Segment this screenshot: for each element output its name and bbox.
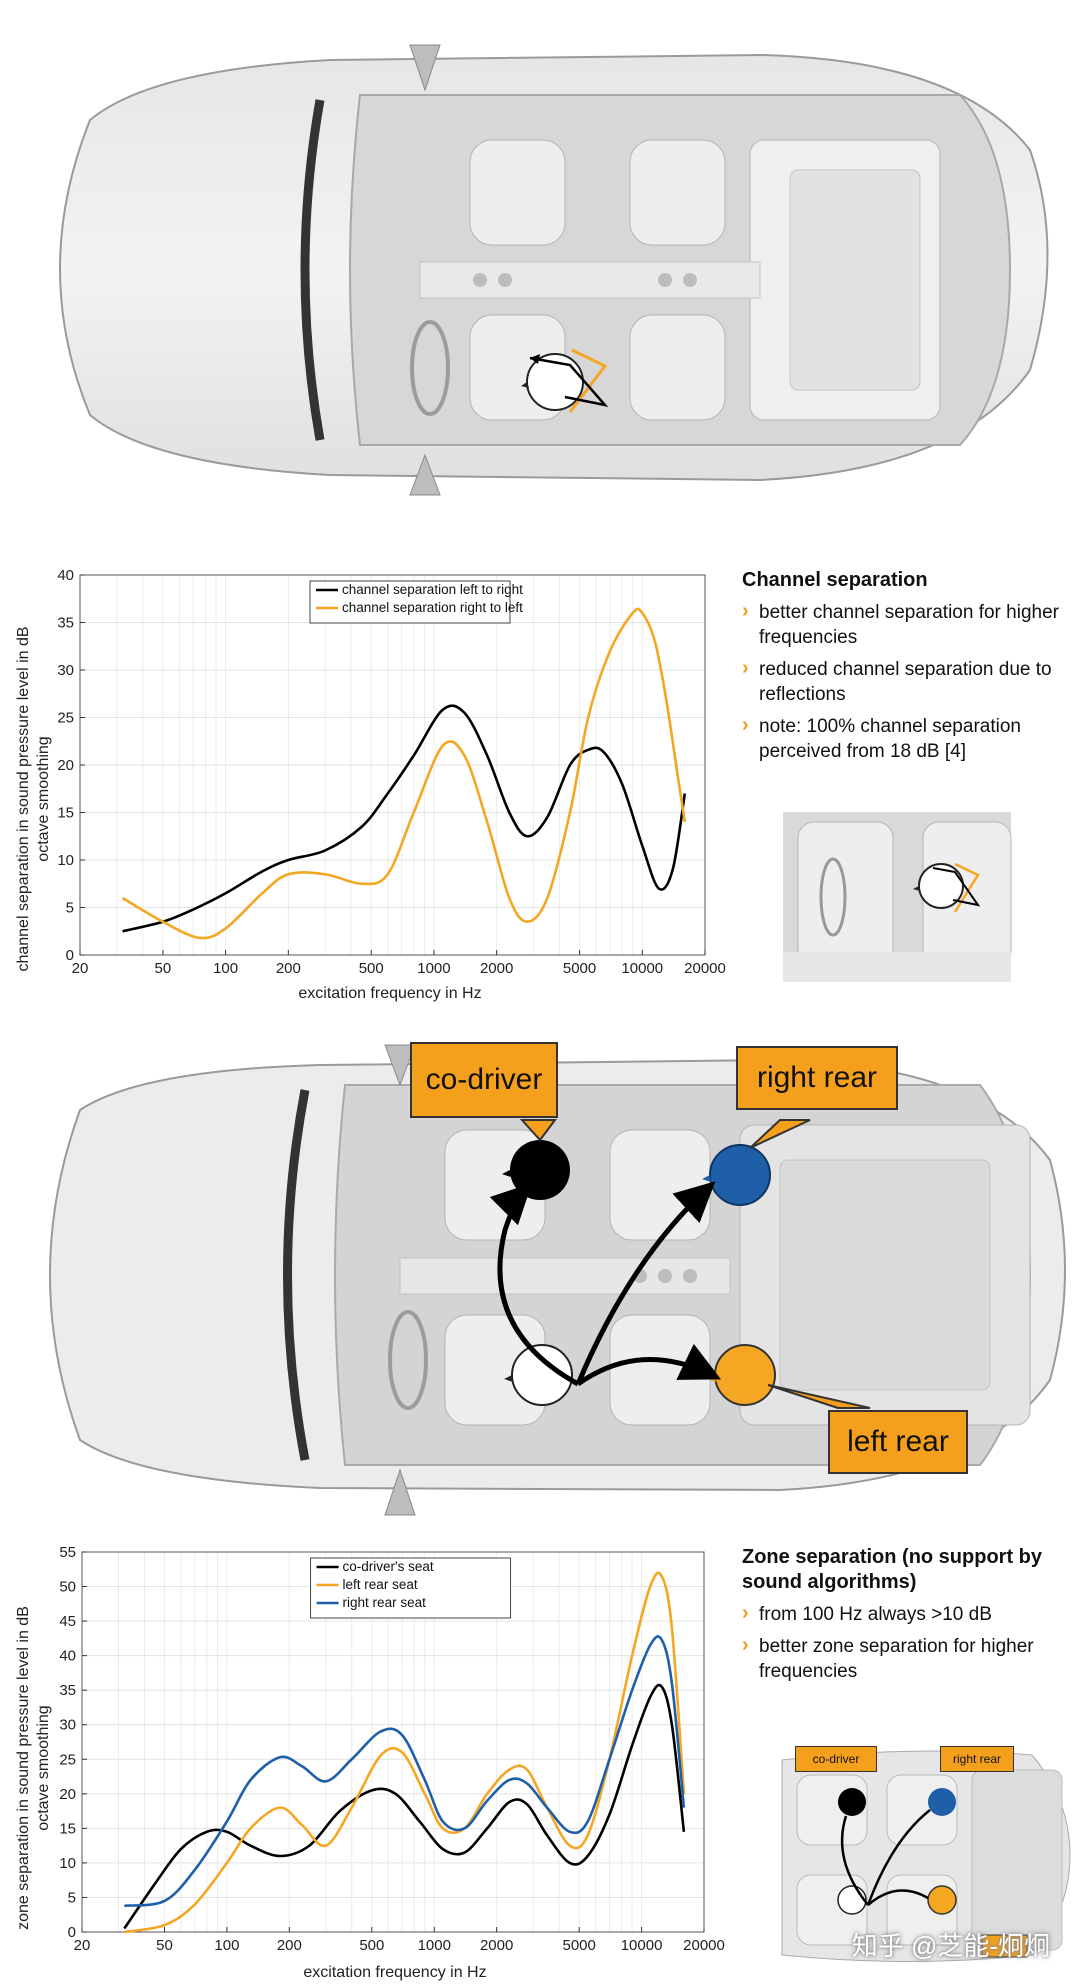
- co-driver-head: [510, 1140, 570, 1200]
- bullet-item: from 100 Hz always >10 dB: [742, 1601, 1072, 1627]
- callout-right-rear: right rear: [736, 1046, 898, 1110]
- legend-box: [309, 580, 511, 624]
- zone-separation-bullets: from 100 Hz always >10 dB better zone se…: [742, 1601, 1072, 1691]
- y-tick-label: 5: [66, 900, 74, 917]
- x-tick-label: 500: [359, 1937, 384, 1954]
- legend-entry: channel separation left to right: [342, 582, 523, 597]
- legend-entry: channel separation right to left: [342, 600, 523, 615]
- chart-axis-labels: excitation frequency in Hz channel separ…: [15, 626, 482, 1002]
- chart-series: [121, 607, 687, 940]
- y-tick-label: 25: [57, 710, 74, 727]
- x-tick-label: 20: [72, 960, 89, 977]
- y-tick-label: 15: [59, 1820, 76, 1837]
- y-tick-label: 40: [57, 567, 74, 584]
- x-tick-label: 20000: [684, 960, 726, 977]
- y-tick-label: 20: [59, 1786, 76, 1803]
- y-tick-label: 10: [57, 852, 74, 869]
- chart-axis-labels: excitation frequency in Hz zone separati…: [15, 1606, 487, 1981]
- car-topview-channel: [59, 44, 1049, 496]
- car-topview-zones: [49, 1044, 1066, 1516]
- x-tick-label: 100: [213, 960, 238, 977]
- x-tick-label: 50: [155, 960, 172, 977]
- legend-entry: co-driver's seat: [343, 1559, 434, 1574]
- x-tick-label: 5000: [562, 1937, 595, 1954]
- series-line-1: [124, 1571, 686, 1934]
- watermark: 知乎 @芝能-炯炯: [851, 1931, 1050, 1961]
- bullet-item: better channel separation for higher fre…: [742, 599, 1067, 650]
- x-tick-label: 10000: [621, 1937, 663, 1954]
- y-tick-label: 35: [57, 615, 74, 632]
- x-axis-label: excitation frequency in Hz: [298, 985, 481, 1002]
- y-axis-label-2: octave smoothing: [35, 1705, 52, 1830]
- y-axis-label: zone separation in sound pressure level …: [15, 1606, 32, 1930]
- series-line-0: [123, 1683, 686, 1930]
- bullet-item: reduced channel separation due to reflec…: [742, 656, 1067, 707]
- y-tick-label: 50: [59, 1579, 76, 1596]
- x-tick-label: 2000: [480, 1937, 513, 1954]
- series-line-1: [121, 607, 687, 940]
- y-tick-label: 25: [59, 1751, 76, 1768]
- x-tick-label: 2000: [480, 960, 513, 977]
- chart-axes: 20 50 100 200 500 1000 2000 5000 10000 20000 0 5 10 1…: [57, 567, 726, 977]
- x-tick-label: 1000: [418, 1937, 451, 1954]
- legend-entry: left rear seat: [343, 1577, 418, 1592]
- legend-entry: right rear seat: [343, 1595, 427, 1610]
- chart-axes: 20 50 100 200 500 1000 2000 5000 10000 20000 0 5 10 1…: [59, 1544, 725, 1954]
- y-tick-label: 40: [59, 1648, 76, 1665]
- x-tick-label: 20000: [683, 1937, 725, 1954]
- x-tick-label: 100: [214, 1937, 239, 1954]
- y-tick-label: 15: [57, 805, 74, 822]
- x-tick-label: 200: [277, 1937, 302, 1954]
- channel-separation-bullets: better channel separation for higher fre…: [742, 599, 1067, 771]
- y-tick-label: 0: [66, 947, 74, 964]
- series-line-2: [124, 1635, 686, 1908]
- callout-co-driver: co-driver: [410, 1042, 558, 1118]
- x-tick-label: 1000: [417, 960, 450, 977]
- x-tick-label: 50: [156, 1937, 173, 1954]
- y-tick-label: 10: [59, 1855, 76, 1872]
- chart-legend: channel separation left to right channel …: [309, 580, 523, 624]
- car-thumbnail-zones: [781, 1750, 1071, 1962]
- chart-legend: co-driver's seat left rear seat right rear…: [310, 1557, 512, 1619]
- y-tick-label: 30: [57, 662, 74, 679]
- bullet-item: better zone separation for higher freque…: [742, 1633, 1072, 1684]
- y-axis-label-2: octave smoothing: [35, 736, 52, 861]
- y-tick-label: 45: [59, 1613, 76, 1630]
- mini-callout-co-driver: co-driver: [795, 1746, 877, 1772]
- y-axis-label: channel separation in sound pressure lev…: [15, 626, 32, 971]
- y-tick-label: 35: [59, 1682, 76, 1699]
- zone-separation-chart: 20 50 100 200 500 1000 2000 5000 10000 20000 0 5 10 1…: [15, 1544, 725, 1981]
- y-tick-label: 20: [57, 757, 74, 774]
- callout-left-rear: left rear: [828, 1410, 968, 1474]
- left-rear-head: [714, 1344, 776, 1406]
- plot-frame: [81, 1551, 705, 1933]
- y-tick-label: 30: [59, 1717, 76, 1734]
- channel-separation-title: Channel separation: [742, 569, 928, 591]
- x-tick-label: 5000: [563, 960, 596, 977]
- legend-box: [310, 1557, 512, 1619]
- bullet-item: note: 100% channel separation perceived …: [742, 713, 1067, 764]
- chart-series: [123, 1571, 686, 1934]
- right-rear-head: [709, 1144, 771, 1206]
- y-tick-label: 5: [68, 1889, 76, 1906]
- mini-callout-right-rear: right rear: [940, 1746, 1014, 1772]
- x-tick-label: 200: [276, 960, 301, 977]
- y-tick-label: 0: [68, 1924, 76, 1941]
- x-tick-label: 500: [359, 960, 384, 977]
- car-thumbnail-channel: [783, 812, 1012, 982]
- channel-separation-chart: 20 50 100 200 500 1000 2000 5000 10000 20000 0 5 10 1…: [15, 567, 726, 1002]
- x-axis-label: excitation frequency in Hz: [303, 1964, 486, 1981]
- zone-separation-title: Zone separation (no support by sound alg…: [742, 1546, 1043, 1593]
- x-tick-label: 10000: [621, 960, 663, 977]
- x-tick-label: 20: [74, 1937, 91, 1954]
- chart-grid: [79, 574, 706, 956]
- y-tick-label: 55: [59, 1544, 76, 1561]
- series-line-0: [122, 704, 687, 933]
